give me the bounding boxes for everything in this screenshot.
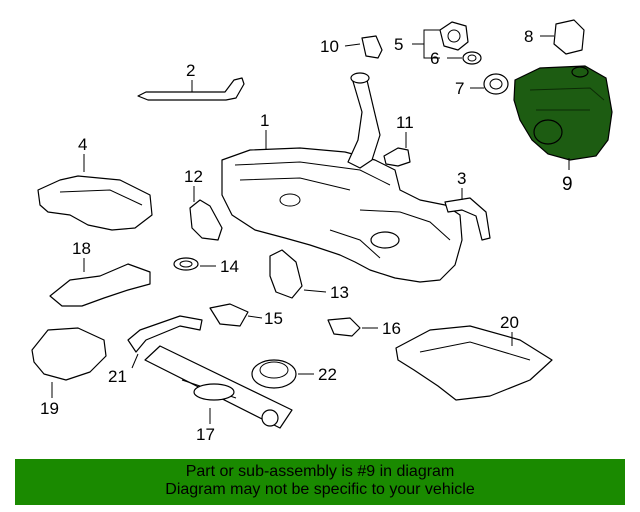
callout-12: 12 — [184, 167, 203, 186]
callout-16: 16 — [382, 319, 401, 338]
callout-1: 1 — [260, 111, 269, 130]
banner-line-part-info: Part or sub-assembly is #9 in diagram — [185, 463, 455, 480]
callout-22: 22 — [318, 365, 337, 384]
mount-part-19 — [31, 327, 107, 381]
callout-8: 8 — [524, 27, 533, 46]
hose-part-10 — [361, 35, 383, 59]
bracket-part-13 — [269, 249, 303, 299]
fuel-tank-part-1 — [221, 147, 463, 283]
heat-shield-part-4 — [37, 175, 153, 231]
tank-strap-part-2 — [137, 77, 245, 101]
info-banner: Part or sub-assembly is #9 in diagram Di… — [15, 459, 625, 505]
parts-diagram: 1 2 3 4 5 6 7 8 9 10 11 12 13 14 15 16 1… — [31, 19, 613, 444]
grommet-part-14 — [173, 257, 199, 271]
valve-part-8 — [553, 19, 585, 55]
callout-19: 19 — [40, 399, 59, 418]
callout-10: 10 — [320, 37, 339, 56]
callout-13: 13 — [330, 283, 349, 302]
clip-part-16 — [327, 317, 361, 337]
fuel-filter-part-22 — [251, 359, 297, 389]
callout-2: 2 — [186, 61, 195, 80]
underbody-shield-part-20 — [395, 325, 553, 401]
callout-5: 5 — [394, 35, 403, 54]
seal-ring-part-6 — [462, 51, 482, 65]
lock-ring-part-7 — [483, 73, 509, 95]
callout-7: 7 — [455, 79, 464, 98]
callout-17: 17 — [196, 425, 215, 444]
callout-18: 18 — [72, 239, 91, 258]
callout-9: 9 — [562, 174, 573, 195]
bracket-part-12 — [189, 199, 223, 241]
filler-neck — [347, 72, 381, 169]
callout-15: 15 — [264, 309, 283, 328]
callouts: 1 2 3 4 5 6 7 8 9 10 11 12 13 14 15 16 1… — [40, 27, 573, 444]
callout-14: 14 — [220, 257, 239, 276]
sender-part-11 — [383, 147, 411, 167]
callout-20: 20 — [500, 313, 519, 332]
callout-3: 3 — [457, 169, 466, 188]
bracket-part-18 — [49, 263, 151, 307]
evap-canister-part-9-highlighted — [513, 65, 613, 161]
callout-4: 4 — [78, 135, 87, 154]
callout-21: 21 — [108, 367, 127, 386]
pump-kit-part-17 — [144, 345, 293, 429]
callout-6: 6 — [430, 49, 439, 68]
leader-lines — [51, 29, 570, 424]
bracket-part-3 — [444, 197, 491, 241]
callout-11: 11 — [396, 113, 414, 132]
clip-part-15 — [209, 303, 249, 327]
banner-line-disclaimer: Diagram may not be specific to your vehi… — [165, 481, 475, 498]
pump-module-part-5 — [439, 21, 469, 51]
hose-part-21 — [127, 315, 203, 353]
